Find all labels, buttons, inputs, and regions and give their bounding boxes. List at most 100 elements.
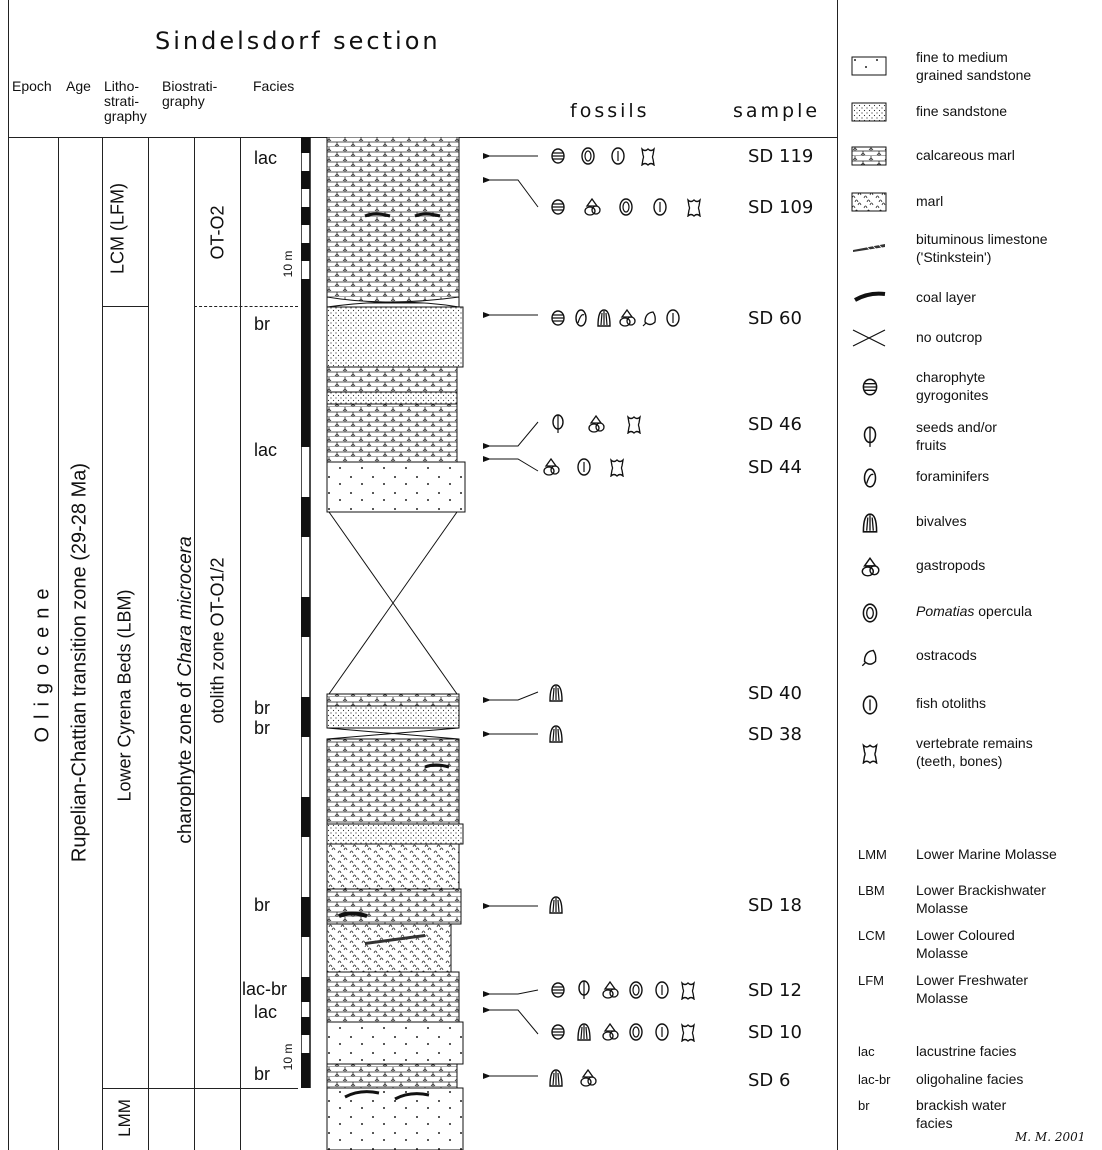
- pomatias-icon: [616, 197, 636, 217]
- charophyte-icon: [548, 980, 568, 1005]
- bivalve-icon: [859, 512, 881, 539]
- col-line: [102, 137, 103, 1150]
- facies-label: lac: [254, 440, 277, 461]
- sample-label: SD 40: [748, 683, 802, 704]
- sample-label: SD 109: [748, 197, 813, 218]
- coal-layer-swatch: [851, 288, 887, 313]
- bivalve-icon: [574, 1022, 594, 1047]
- zone-boundary-dashed: [194, 306, 298, 307]
- litho-lcm-label: LCM (LFM): [108, 159, 129, 299]
- header-lithostratigraphy: Litho- strati- graphy: [104, 79, 147, 124]
- vertebrate-icon: [607, 457, 627, 477]
- bivalve-icon: [859, 512, 881, 534]
- pomatias-icon: [626, 1022, 646, 1047]
- seed-icon: [859, 426, 881, 453]
- legend-label: no outcrop: [916, 328, 982, 346]
- legend-label: Pomatias opercula: [916, 602, 1032, 620]
- header-age: Age: [66, 79, 91, 94]
- vertebrate-icon: [678, 1022, 698, 1047]
- seed-icon: [548, 414, 568, 434]
- sample-label: SD 119: [748, 146, 813, 167]
- vertebrate-icon: [678, 980, 698, 1000]
- charophyte-icon: [548, 146, 568, 171]
- vertebrate-icon: [859, 742, 881, 769]
- gastropod-icon: [600, 1022, 620, 1047]
- sample-arrows: [480, 137, 545, 1150]
- vertebrate-icon: [638, 146, 658, 171]
- otolith-icon: [652, 980, 672, 1005]
- pomatias-icon: [578, 146, 598, 166]
- pomatias-icon: [859, 602, 881, 624]
- gastropod-icon: [578, 1068, 598, 1088]
- abbreviation-key: lac: [858, 1044, 875, 1059]
- vertebrate-icon: [678, 1022, 698, 1042]
- pomatias-icon: [578, 146, 598, 171]
- legend-label: bituminous limestone('Stinkstein'): [916, 230, 1048, 266]
- seed-icon: [859, 426, 881, 448]
- legend-label: fish otoliths: [916, 694, 986, 712]
- marl-swatch: [851, 192, 887, 217]
- charophyte-icon: [548, 1022, 568, 1042]
- charophyte-icon: [548, 980, 568, 1000]
- legend-label: gastropods: [916, 556, 985, 574]
- vertebrate-icon: [684, 197, 704, 222]
- header-fossils: fossils: [570, 100, 650, 122]
- sample-label: SD 18: [748, 895, 802, 916]
- pomatias-icon: [626, 980, 646, 1005]
- vertebrate-icon: [624, 414, 644, 439]
- author-signature: M. M. 2001: [1015, 1130, 1085, 1144]
- header-sample: sample: [733, 100, 820, 122]
- sample-label: SD 46: [748, 414, 802, 435]
- header-epoch: Epoch: [12, 79, 52, 94]
- charophyte-icon: [548, 146, 568, 166]
- otolith-icon: [663, 308, 683, 333]
- abbreviation-key: br: [858, 1098, 870, 1113]
- age-label: Rupelian-Chattian transition zone (29-28…: [69, 413, 92, 913]
- facies-label: br: [254, 895, 270, 916]
- bivalve-icon: [594, 308, 614, 333]
- ostracod-icon: [859, 646, 881, 673]
- facies-label: lac: [254, 1002, 277, 1023]
- legend-label: bivalves: [916, 512, 967, 530]
- bituminous-limestone-swatch: [851, 238, 887, 263]
- foraminifer-icon: [859, 467, 881, 489]
- foraminifer-icon: [571, 308, 591, 333]
- gastropod-icon: [586, 414, 606, 439]
- header-facies: Facies: [253, 79, 294, 94]
- frame-left: [8, 0, 9, 1150]
- scale-label: 10 m: [281, 1037, 295, 1077]
- sample-label: SD 38: [748, 724, 802, 745]
- abbreviation-text: Lower ColouredMolasse: [916, 926, 1015, 962]
- facies-label: lac: [254, 148, 277, 169]
- vertebrate-icon: [678, 980, 698, 1005]
- litho-lbm-label: Lower Cyrena Beds (LBM): [115, 546, 136, 846]
- otolith-icon: [608, 146, 628, 171]
- abbreviation-text: lacustrine facies: [916, 1042, 1016, 1060]
- charophyte-icon: [548, 308, 568, 333]
- bivalve-icon: [546, 724, 566, 749]
- scale-bar: [301, 137, 311, 1088]
- vertebrate-icon: [859, 742, 881, 764]
- otolith-upper-label: OT-O2: [208, 183, 229, 283]
- abbreviation-text: Lower Marine Molasse: [916, 845, 1057, 863]
- gastropod-icon: [578, 1068, 598, 1093]
- otolith-icon: [652, 1022, 672, 1047]
- foraminifer-icon: [859, 467, 881, 494]
- bivalve-icon: [546, 895, 566, 920]
- otolith-lower-label: otolith zone OT-O1/2: [208, 491, 229, 791]
- abbreviation-key: LMM: [858, 847, 887, 862]
- ostracod-icon: [640, 308, 660, 328]
- otolith-icon: [608, 146, 628, 166]
- vertebrate-icon: [684, 197, 704, 217]
- gastropod-icon: [600, 980, 620, 1005]
- pomatias-icon: [626, 1022, 646, 1042]
- pomatias-icon: [859, 602, 881, 629]
- abbreviation-key: LBM: [858, 883, 885, 898]
- facies-label: br: [254, 1064, 270, 1085]
- gastropod-icon: [586, 414, 606, 434]
- calcareous-marl-swatch: [851, 146, 887, 171]
- fine-sandstone-swatch: [851, 102, 887, 127]
- charophyte-icon: [548, 308, 568, 328]
- litho-lmm-label: LMM: [115, 1088, 135, 1148]
